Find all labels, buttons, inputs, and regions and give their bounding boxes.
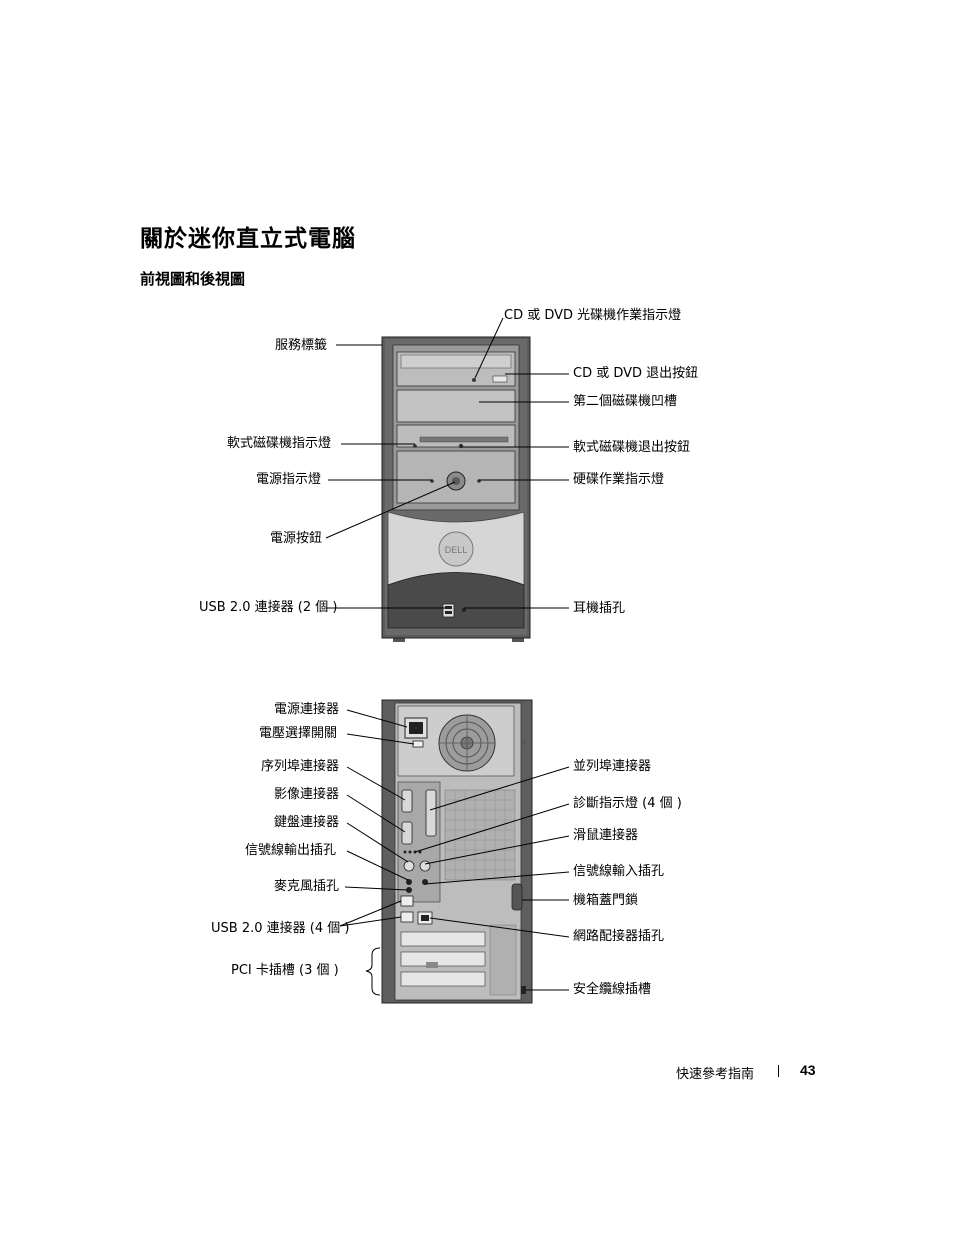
label-usb-front: USB 2.0 連接器 (2 個 ) bbox=[199, 600, 338, 615]
label-floppy-eject-button: 軟式磁碟機退出按鈕 bbox=[573, 440, 691, 455]
label-diagnostic-lights: 診斷指示燈 (4 個 ) bbox=[573, 796, 682, 811]
label-line-out-jack: 信號線輸出插孔 bbox=[245, 843, 337, 858]
label-cd-activity-light: CD 或 DVD 光碟機作業指示燈 bbox=[504, 308, 682, 323]
label-hdd-activity-light: 硬碟作業指示燈 bbox=[573, 472, 665, 487]
back-tower-illustration bbox=[381, 699, 533, 1004]
label-power-connector: 電源連接器 bbox=[274, 702, 340, 717]
back-leader-lines bbox=[339, 709, 570, 996]
front-tower-illustration: DELL bbox=[381, 336, 531, 642]
label-line-in-jack: 信號線輸入插孔 bbox=[573, 864, 665, 879]
label-floppy-activity-light: 軟式磁碟機指示燈 bbox=[227, 436, 332, 451]
label-video-connector: 影像連接器 bbox=[274, 787, 340, 802]
label-pci-slots: PCI 卡插槽 (3 個 ) bbox=[231, 963, 339, 978]
label-cover-latch: 機箱蓋門鎖 bbox=[573, 893, 639, 908]
label-headphone-jack: 耳機插孔 bbox=[573, 601, 626, 616]
label-voltage-switch: 電壓選擇開關 bbox=[259, 726, 338, 741]
label-security-cable-slot: 安全纜線插槽 bbox=[573, 982, 652, 997]
label-usb-back: USB 2.0 連接器 (4 個 ) bbox=[211, 921, 350, 936]
page-title: 關於迷你直立式電腦 bbox=[140, 226, 356, 252]
label-cd-eject-button: CD 或 DVD 退出按鈕 bbox=[573, 366, 699, 381]
footer-guide-title: 快速參考指南 bbox=[676, 1067, 755, 1082]
label-network-jack: 網路配接器插孔 bbox=[573, 929, 665, 944]
page-number: 43 bbox=[800, 1062, 816, 1078]
front-leader-lines bbox=[325, 317, 569, 609]
label-second-drive-bay: 第二個磁碟機凹槽 bbox=[573, 394, 678, 409]
footer-separator bbox=[778, 1065, 779, 1077]
label-keyboard-connector: 鍵盤連接器 bbox=[274, 815, 340, 830]
label-mouse-connector: 滑鼠連接器 bbox=[573, 828, 639, 843]
label-parallel-connector: 並列埠連接器 bbox=[573, 759, 652, 774]
label-service-tag: 服務標籤 bbox=[275, 338, 328, 353]
label-power-button: 電源按鈕 bbox=[270, 531, 323, 546]
label-power-light: 電源指示燈 bbox=[256, 472, 322, 487]
label-serial-connector: 序列埠連接器 bbox=[261, 759, 340, 774]
label-microphone-jack: 麥克風插孔 bbox=[274, 879, 340, 894]
section-title: 前視圖和後視圖 bbox=[140, 270, 246, 288]
svg-text:DELL: DELL bbox=[445, 545, 468, 555]
